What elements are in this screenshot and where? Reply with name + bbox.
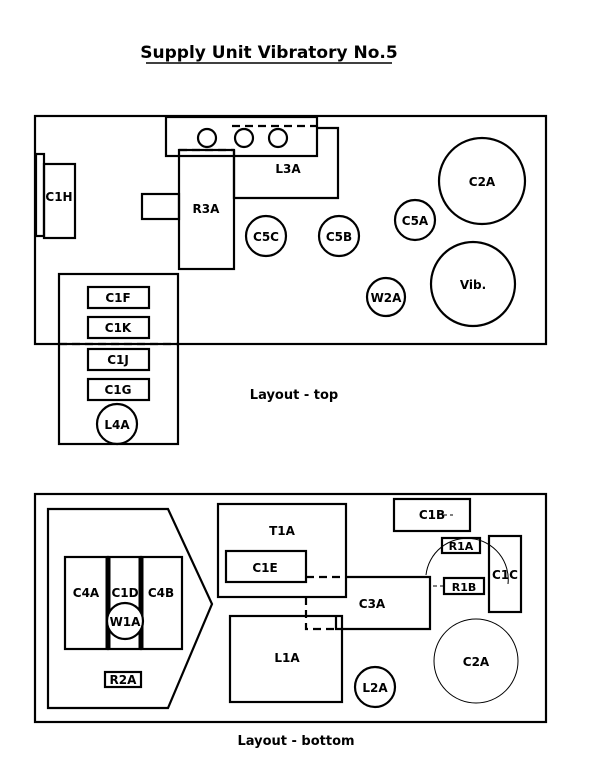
c1h-body <box>42 162 77 240</box>
c1j-label: C1J <box>107 353 129 367</box>
l4a-coil <box>95 402 139 446</box>
r1a-resistor <box>440 536 482 555</box>
c5b-capacitor <box>317 214 361 258</box>
l4a-label: L4A <box>104 418 130 432</box>
r3a-label: R3A <box>193 202 221 216</box>
c5b-label: C5B <box>326 230 352 244</box>
bottom-layout: C4A C1D C4B W1A R2A T1A C1E C3A L1A L2A … <box>33 492 548 724</box>
c4b-label: C4B <box>148 586 174 600</box>
c2a-capacitor <box>437 136 527 226</box>
capacitor-plate <box>46 507 214 710</box>
c1g-capacitor <box>86 377 151 402</box>
c1h-stub <box>34 152 46 238</box>
l3a-label: L3A <box>275 162 301 176</box>
c3a-label: C3A <box>359 597 386 611</box>
valve-socket-3 <box>267 127 289 149</box>
valve-socket-1 <box>196 127 218 149</box>
c4a-capacitor <box>63 555 110 651</box>
c1k-capacitor <box>86 315 151 340</box>
r2a-resistor <box>103 670 143 689</box>
l2a-coil <box>353 665 397 709</box>
c4b-capacitor <box>139 555 184 651</box>
t1a-transformer <box>216 502 348 599</box>
c5c-label: C5C <box>253 230 279 244</box>
c3a-dashed-side <box>304 597 336 631</box>
top-chassis <box>33 114 548 346</box>
r3a-tab <box>140 192 181 221</box>
c1f-label: C1F <box>105 291 130 305</box>
top-layout: C1H L3A R3A C5C C5B C5A C2A Vib. W2A <box>33 114 548 446</box>
bottom-chassis <box>33 492 548 724</box>
t1a-label: T1A <box>269 524 296 538</box>
c1g-label: C1G <box>104 383 131 397</box>
c1j-capacitor <box>86 347 151 372</box>
c1b-capacitor <box>392 497 472 533</box>
r1b-label: R1B <box>452 581 477 594</box>
caption-top: Layout - top <box>250 388 338 403</box>
c2a-label: C2A <box>469 175 496 189</box>
vibrator <box>429 240 517 328</box>
w1a-label: W1A <box>110 615 142 629</box>
c1c-label: C1C <box>492 568 518 582</box>
c5c-capacitor <box>244 214 288 258</box>
c3a-body <box>334 575 432 631</box>
valve-socket-2 <box>233 127 255 149</box>
w2a-label: W2A <box>371 291 403 305</box>
w1a-component[interactable] <box>105 601 145 641</box>
c1b-label: C1B <box>419 508 445 522</box>
c1e-capacitor <box>224 549 308 584</box>
l1a-label: L1A <box>274 651 300 665</box>
c2a-capacitor-underside <box>433 618 519 704</box>
c1f-capacitor <box>86 285 151 310</box>
c5a-label: C5A <box>402 214 429 228</box>
c1d-label: C1D <box>111 586 138 600</box>
valve-strip <box>164 115 319 158</box>
c4a-label: C4A <box>73 586 100 600</box>
c1e-label: C1E <box>252 561 277 575</box>
r2a-label: R2A <box>110 673 138 687</box>
c1k-label: C1K <box>105 321 132 335</box>
c1c-capacitor <box>487 534 523 614</box>
c2a-underside-label: C2A <box>463 655 490 669</box>
vibrator-label: Vib. <box>460 278 486 292</box>
w2a-component <box>365 276 407 318</box>
l1a-choke <box>228 614 344 704</box>
c1h-label: C1H <box>45 190 72 204</box>
r1a-label: R1A <box>449 540 474 553</box>
l2a-label: L2A <box>362 681 388 695</box>
c5a-capacitor <box>393 198 437 242</box>
page-title: Supply Unit Vibratory No.5 <box>140 43 397 63</box>
caption-bottom: Layout - bottom <box>237 734 354 749</box>
